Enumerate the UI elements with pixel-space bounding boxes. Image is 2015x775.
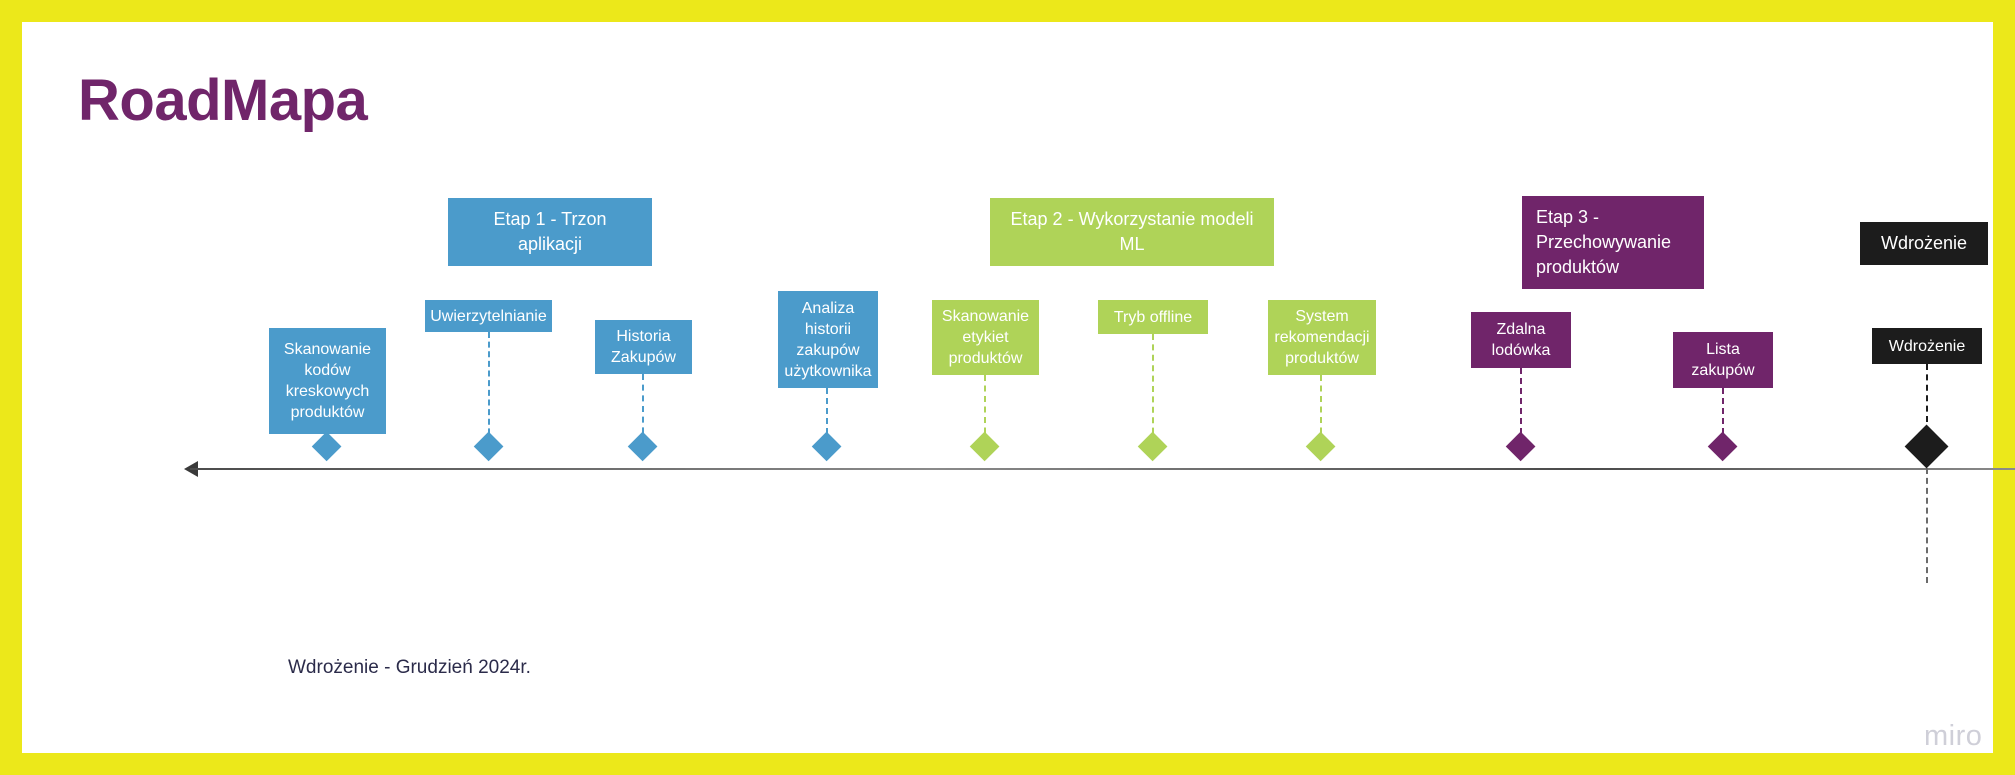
milestone-connector-tryb-offline [1152,334,1154,444]
footer-note: Wdrożenie - Grudzień 2024r. [288,657,531,678]
milestone-diamond-icon-historia-zakupow[interactable] [627,431,658,462]
milestone-connector-wdrozenie [1926,364,1928,422]
milestone-diamond-icon-lista-zakupow[interactable] [1707,431,1738,462]
milestone-diamond-icon-uwierzytelnianie[interactable] [473,431,504,462]
milestone-connector-zdalna-lodowka [1520,368,1522,444]
phase-banner-wdrozenie-banner[interactable]: Wdrożenie [1860,222,1988,265]
milestone-connector-uwierzytelnianie [488,332,490,444]
milestone-diamond-icon-skanowanie-kodow-kreskowych-produktow[interactable] [311,431,342,462]
milestone-card-historia-zakupow[interactable]: Historia Zakupów [595,320,692,374]
milestone-connector-historia-zakupow [642,374,644,444]
timeline-axis [190,468,2015,470]
milestone-diamond-icon-wdrozenie[interactable] [1904,424,1949,469]
milestone-card-analiza-historii-zakupow-uzytkownika[interactable]: Analiza historii zakupów użytkownika [778,291,878,388]
milestone-diamond-icon-zdalna-lodowka[interactable] [1505,431,1536,462]
phase-banner-etap-3[interactable]: Etap 3 - Przechowywanie produktów [1522,196,1704,289]
milestone-card-skanowanie-etykiet-produktow[interactable]: Skanowanie etykiet produktów [932,300,1039,375]
milestone-diamond-icon-tryb-offline[interactable] [1137,431,1168,462]
milestone-diamond-icon-skanowanie-etykiet-produktow[interactable] [969,431,1000,462]
milestone-connector-analiza-historii-zakupow-uzytkownika [826,388,828,444]
milestone-card-system-rekomendacji-produktow[interactable]: System rekomendacji produktów [1268,300,1376,375]
milestone-connector-lista-zakupow [1722,388,1724,444]
milestone-card-zdalna-lodowka[interactable]: Zdalna lodówka [1471,312,1571,368]
board-surface: RoadMapa Etap 1 - Trzon aplikacji Etap 2 … [22,22,2015,753]
phase-banner-etap-2[interactable]: Etap 2 - Wykorzystanie modeli ML [990,198,1274,266]
milestone-diamond-icon-system-rekomendacji-produktow[interactable] [1305,431,1336,462]
milestone-card-skanowanie-kodow-kreskowych-produktow[interactable]: Skanowanie kodów kreskowych produktów [269,328,386,434]
milestone-tail-wdrozenie [1926,468,1928,583]
page-title: RoadMapa [78,68,368,133]
milestone-diamond-icon-analiza-historii-zakupow-uzytkownika[interactable] [811,431,842,462]
miro-watermark-logo: miro [1924,720,1983,752]
milestone-connector-system-rekomendacji-produktow [1320,375,1322,444]
milestone-connector-skanowanie-etykiet-produktow [984,375,986,444]
milestone-card-uwierzytelnianie[interactable]: Uwierzytelnianie [425,300,552,332]
milestone-card-tryb-offline[interactable]: Tryb offline [1098,300,1208,334]
milestone-card-lista-zakupow[interactable]: Lista zakupów [1673,332,1773,388]
phase-banner-etap-1[interactable]: Etap 1 - Trzon aplikacji [448,198,652,266]
milestone-card-wdrozenie[interactable]: Wdrożenie [1872,328,1982,364]
